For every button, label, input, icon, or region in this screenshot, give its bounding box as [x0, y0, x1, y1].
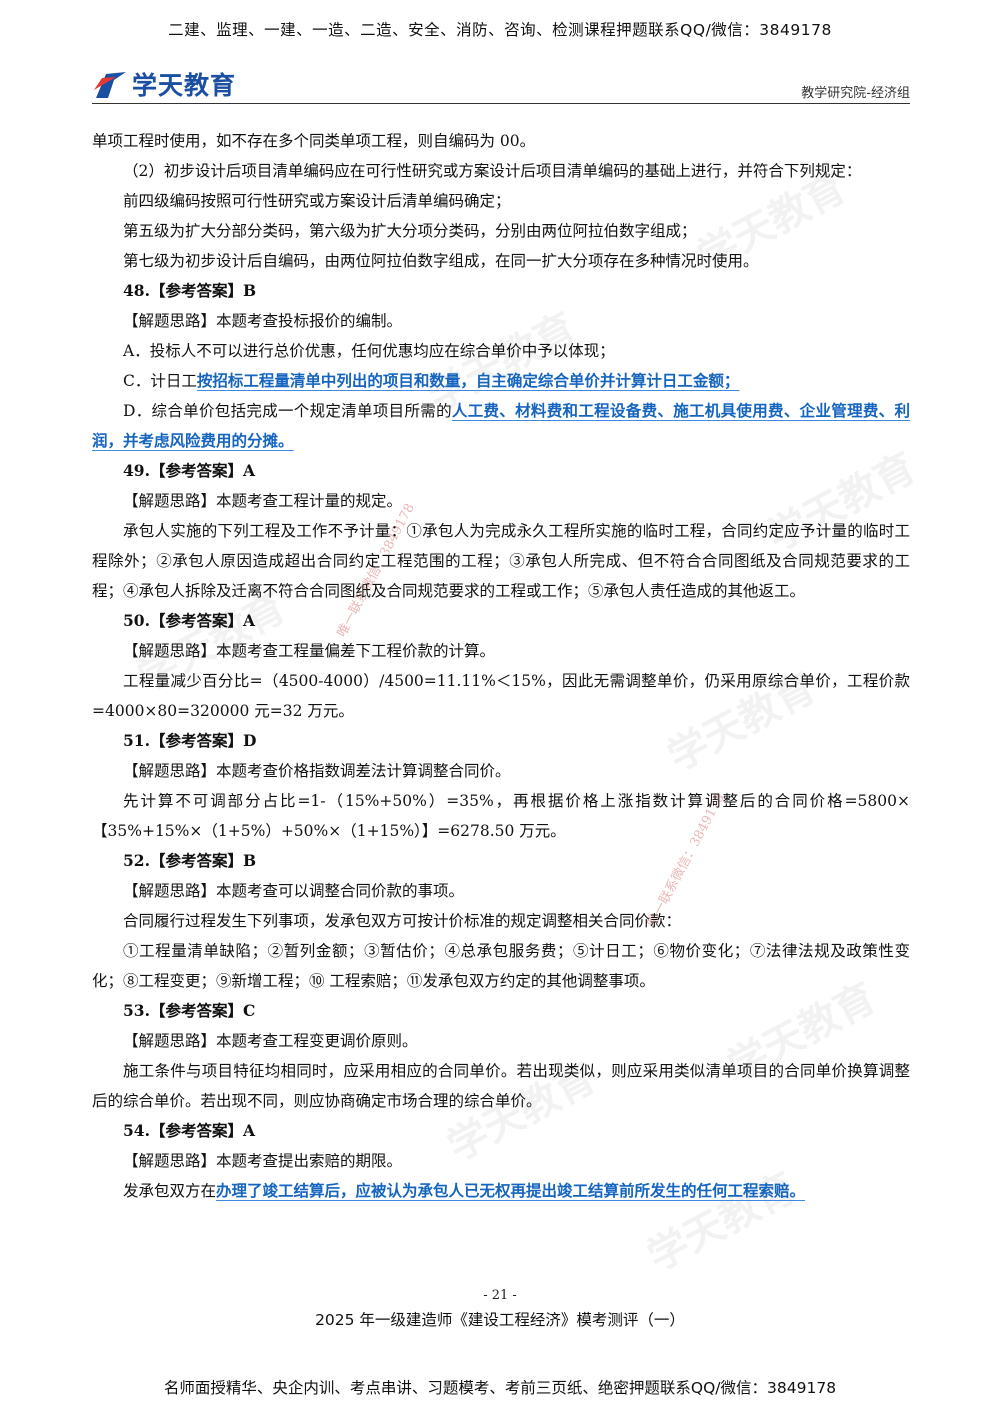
- header-department: 教学研究院-经济组: [801, 86, 910, 101]
- text-run: 前四级编码按照可行性研究或方案设计后清单编码确定；: [123, 192, 511, 210]
- paragraph: 【解题思路】本题考查提出索赔的期限。: [92, 1146, 910, 1176]
- answer-heading: 51.【参考答案】D: [92, 726, 910, 756]
- text-run: 合同履行过程发生下列事项，发承包双方可按计价标准的规定调整相关合同价款：: [123, 912, 682, 930]
- document-body: 单项工程时使用，如不存在多个同类单项工程，则自编码为 00。 （2）初步设计后项目…: [92, 126, 910, 1206]
- footer-title: 2025 年一级建造师《建设工程经济》模考测评（一）: [315, 1311, 685, 1329]
- answer-heading: 49.【参考答案】A: [92, 456, 910, 486]
- answer-heading: 54.【参考答案】A: [92, 1116, 910, 1146]
- text-run: 第七级为初步设计后自编码，由两位阿拉伯数字组成，在同一扩大分项存在多种情况时使用…: [123, 252, 759, 270]
- text-run: 【解题思路】本题考查投标报价的编制。: [123, 312, 403, 330]
- text-run: 施工条件与项目特征均相同时，应采用相应的合同单价。若出现类似，则应采用类似清单项…: [92, 1062, 910, 1110]
- text-run: （2）初步设计后项目清单编码应在可行性研究或方案设计后项目清单编码的基础上进行，…: [123, 162, 862, 180]
- answer-heading: 52.【参考答案】B: [92, 846, 910, 876]
- text-run: 【解题思路】本题考查提出索赔的期限。: [123, 1152, 403, 1170]
- paragraph: 【解题思路】本题考查可以调整合同价款的事项。: [92, 876, 910, 906]
- paragraph: 【解题思路】本题考查投标报价的编制。: [92, 306, 910, 336]
- paragraph: 单项工程时使用，如不存在多个同类单项工程，则自编码为 00。: [92, 126, 910, 156]
- text-run: 承包人实施的下列工程及工作不予计量：①承包人为完成永久工程所实施的临时工程，合同…: [92, 522, 910, 600]
- paragraph: 前四级编码按照可行性研究或方案设计后清单编码确定；: [92, 186, 910, 216]
- highlighted-text: 按招标工程量清单中列出的项目和数量，自主确定综合单价并计算计日工金额；: [196, 371, 740, 390]
- text-run: D．综合单价包括完成一个规定清单项目所需的: [123, 402, 452, 420]
- paragraph: 【解题思路】本题考查价格指数调差法计算调整合同价。: [92, 756, 910, 786]
- paragraph: 第七级为初步设计后自编码，由两位阿拉伯数字组成，在同一扩大分项存在多种情况时使用…: [92, 246, 910, 276]
- highlighted-text: 人工费、材料费和工程设备费、施工机具使用费、企业管理费、利润，并考虑风险费用的分…: [92, 401, 910, 450]
- page-header: 学天教育 教学研究院-经济组: [92, 66, 910, 104]
- text-run: 发承包双方在: [123, 1182, 217, 1200]
- logo: 学天教育: [92, 66, 236, 102]
- text-run: 【解题思路】本题考查可以调整合同价款的事项。: [123, 882, 465, 900]
- paragraph: 承包人实施的下列工程及工作不予计量：①承包人为完成永久工程所实施的临时工程，合同…: [92, 516, 910, 606]
- text-run: 52.【参考答案】B: [123, 851, 257, 870]
- text-run: 【解题思路】本题考查工程计量的规定。: [123, 492, 403, 510]
- answer-heading: 48.【参考答案】B: [92, 276, 910, 306]
- paragraph: 第五级为扩大分部分类码，第六级为扩大分项分类码，分别由两位阿拉伯数字组成；: [92, 216, 910, 246]
- text-run: A．投标人不可以进行总价优惠，任何优惠均应在综合单价中予以体现；: [123, 342, 615, 360]
- text-run: 工程量减少百分比=（4500-4000）/4500=11.11%＜15%，因此无…: [92, 672, 910, 720]
- header-divider: [92, 103, 910, 104]
- paragraph: 【解题思路】本题考查工程计量的规定。: [92, 486, 910, 516]
- text-run: 先计算不可调部分占比=1-（15%+50%）=35%，再根据价格上涨指数计算调整…: [92, 792, 910, 840]
- text-run: 【解题思路】本题考查工程变更调价原则。: [123, 1032, 418, 1050]
- paragraph: 工程量减少百分比=（4500-4000）/4500=11.11%＜15%，因此无…: [92, 666, 910, 726]
- paragraph: 施工条件与项目特征均相同时，应采用相应的合同单价。若出现类似，则应采用类似清单项…: [92, 1056, 910, 1116]
- bottom-banner: 名师面授精华、央企内训、考点串讲、习题模考、考前三页纸、绝密押题联系QQ/微信：…: [163, 1379, 837, 1397]
- text-run: 54.【参考答案】A: [123, 1121, 255, 1140]
- paragraph: 【解题思路】本题考查工程变更调价原则。: [92, 1026, 910, 1056]
- logo-text: 学天教育: [132, 71, 237, 100]
- paragraph: 发承包双方在办理了竣工结算后，应被认为承包人已无权再提出竣工结算前所发生的任何工…: [92, 1176, 910, 1206]
- text-run: 【解题思路】本题考查价格指数调差法计算调整合同价。: [123, 762, 511, 780]
- paragraph: 先计算不可调部分占比=1-（15%+50%）=35%，再根据价格上涨指数计算调整…: [92, 786, 910, 846]
- text-run: 49.【参考答案】A: [123, 461, 255, 480]
- paragraph: 合同履行过程发生下列事项，发承包双方可按计价标准的规定调整相关合同价款：: [92, 906, 910, 936]
- text-run: 50.【参考答案】A: [123, 611, 255, 630]
- paragraph: 【解题思路】本题考查工程量偏差下工程价款的计算。: [92, 636, 910, 666]
- text-run: C．计日工: [123, 372, 197, 390]
- text-run: 53.【参考答案】C: [123, 1001, 256, 1020]
- paragraph: ①工程量清单缺陷；②暂列金额；③暂估价；④总承包服务费；⑤计日工；⑥物价变化；⑦…: [92, 936, 910, 996]
- paragraph: A．投标人不可以进行总价优惠，任何优惠均应在综合单价中予以体现；: [92, 336, 910, 366]
- top-banner: 二建、监理、一建、一造、二造、安全、消防、咨询、检测课程押题联系QQ/微信：38…: [168, 21, 832, 39]
- page-number: - 21 -: [483, 1288, 517, 1303]
- text-run: 48.【参考答案】B: [123, 281, 257, 300]
- text-run: 单项工程时使用，如不存在多个同类单项工程，则自编码为 00。: [92, 132, 536, 150]
- highlighted-text: 办理了竣工结算后，应被认为承包人已无权再提出竣工结算前所发生的任何工程索赔。: [216, 1181, 806, 1200]
- text-run: 【解题思路】本题考查工程量偏差下工程价款的计算。: [123, 642, 496, 660]
- answer-heading: 50.【参考答案】A: [92, 606, 910, 636]
- text-run: ①工程量清单缺陷；②暂列金额；③暂估价；④总承包服务费；⑤计日工；⑥物价变化；⑦…: [92, 942, 910, 990]
- text-run: 第五级为扩大分部分类码，第六级为扩大分项分类码，分别由两位阿拉伯数字组成；: [123, 222, 697, 240]
- answer-heading: 53.【参考答案】C: [92, 996, 910, 1026]
- paragraph: D．综合单价包括完成一个规定清单项目所需的人工费、材料费和工程设备费、施工机具使…: [92, 396, 910, 456]
- text-run: 51.【参考答案】D: [123, 731, 257, 750]
- paragraph: （2）初步设计后项目清单编码应在可行性研究或方案设计后项目清单编码的基础上进行，…: [92, 156, 910, 186]
- logo-icon: [94, 72, 126, 98]
- paragraph: C．计日工按招标工程量清单中列出的项目和数量，自主确定综合单价并计算计日工金额；: [92, 366, 910, 396]
